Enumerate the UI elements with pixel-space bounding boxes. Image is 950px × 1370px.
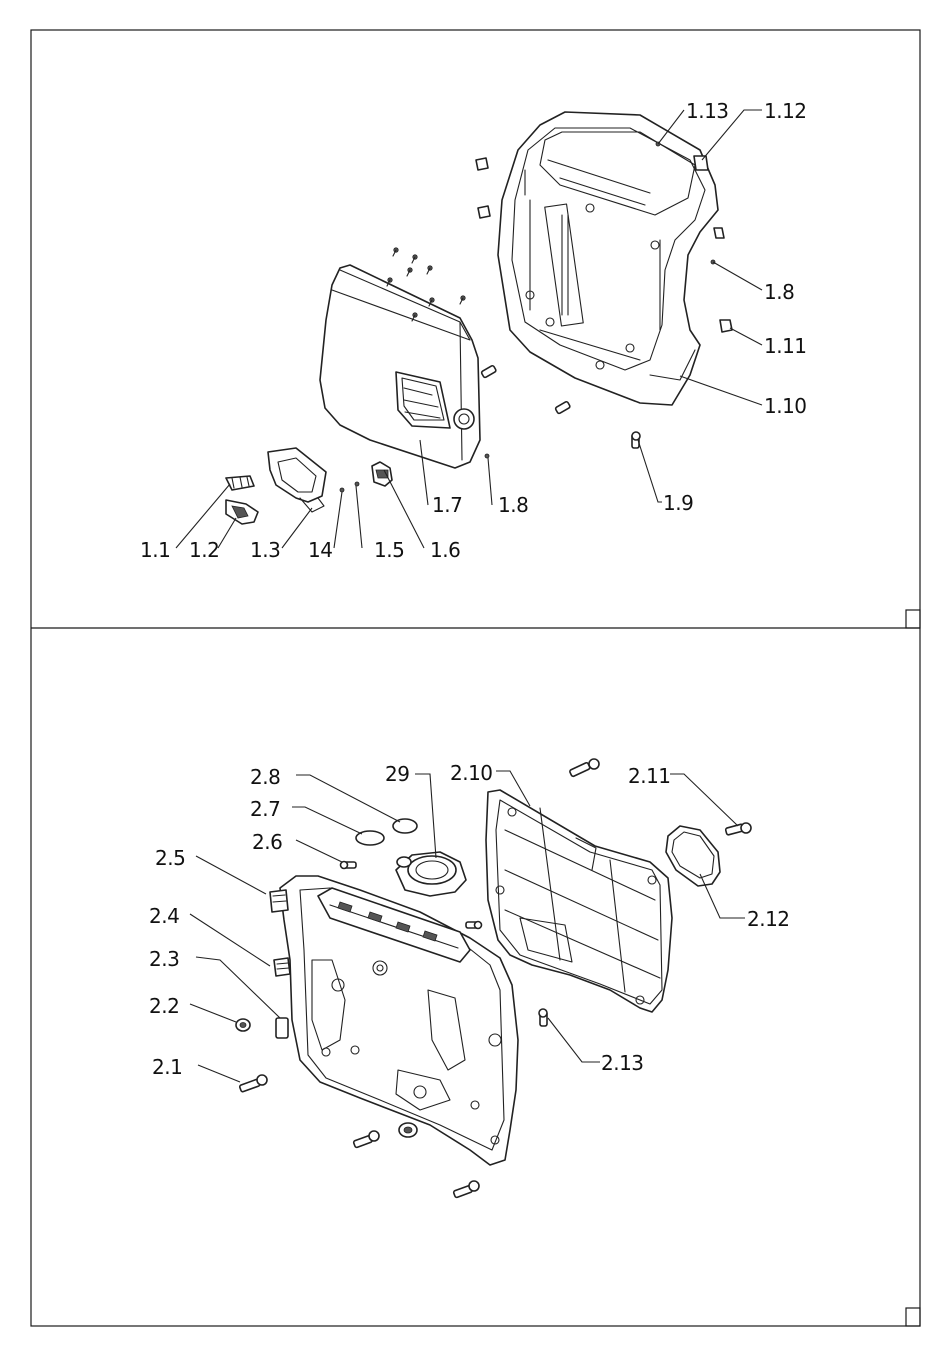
callout-2-2: 2.2 — [149, 994, 179, 1018]
callout-2-13: 2.13 — [601, 1051, 644, 1075]
front-side-cover — [320, 265, 480, 468]
access-cover-frame — [666, 826, 720, 886]
callout-2-6: 2.6 — [252, 830, 282, 854]
seal-discs — [356, 819, 417, 845]
callout-14: 14 — [308, 538, 332, 562]
callout-1-12: 1.12 — [764, 99, 807, 123]
callout-2-5: 2.5 — [155, 846, 185, 870]
small-clip-parts — [226, 476, 258, 524]
callout-1-8-lower: 1.8 — [498, 493, 528, 517]
callout-1-1: 1.1 — [140, 538, 170, 562]
callout-1-11: 1.11 — [764, 334, 807, 358]
callout-2-11: 2.11 — [628, 764, 671, 788]
callout-2-8: 2.8 — [250, 765, 280, 789]
callout-2-12: 2.12 — [747, 907, 790, 931]
callout-29: 29 — [385, 762, 409, 786]
callout-1-9: 1.9 — [663, 491, 693, 515]
callout-1-7: 1.7 — [432, 493, 462, 517]
callout-2-4: 2.4 — [149, 904, 179, 928]
fuel-knob — [372, 462, 392, 486]
callout-1-10: 1.10 — [764, 394, 807, 418]
back-panel — [486, 790, 672, 1012]
callout-1-13: 1.13 — [686, 99, 729, 123]
callout-2-10: 2.10 — [450, 761, 493, 785]
main-front-frame — [280, 876, 518, 1165]
top-panel: 1.1 1.2 1.3 14 1.5 1.6 1.7 1.8 1.9 1.10 … — [140, 99, 807, 562]
filler-housing — [268, 448, 326, 512]
bottom-panel: 2.1 2.2 2.3 2.4 2.5 2.6 2.7 2.8 29 2.10 … — [149, 759, 790, 1198]
callout-1-2: 1.2 — [189, 538, 219, 562]
callout-2-7: 2.7 — [250, 797, 280, 821]
rear-housing-frame — [498, 112, 718, 405]
callout-2-1: 2.1 — [152, 1055, 182, 1079]
callout-1-6: 1.6 — [430, 538, 460, 562]
callout-1-3: 1.3 — [250, 538, 280, 562]
callout-2-3: 2.3 — [149, 947, 179, 971]
callout-1-5: 1.5 — [374, 538, 404, 562]
fuel-filler-ring — [396, 852, 466, 896]
callout-1-8-upper: 1.8 — [764, 280, 794, 304]
